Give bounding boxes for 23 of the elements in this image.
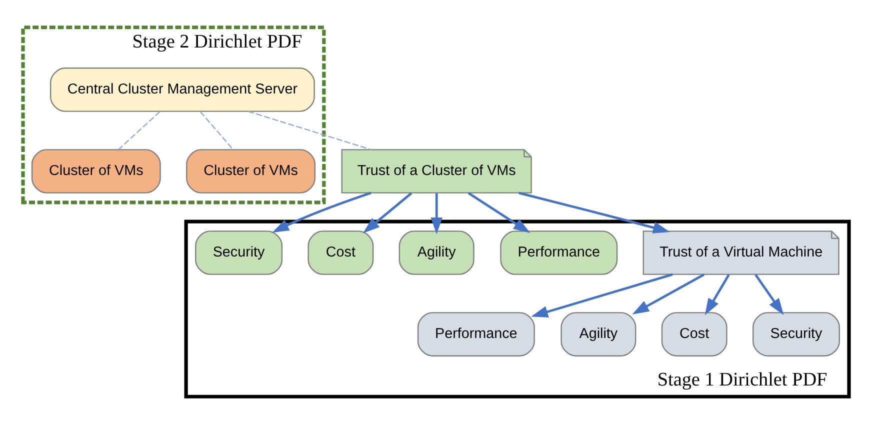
node-box: Cluster of VMs: [31, 148, 161, 193]
node-box: Performance: [500, 230, 618, 274]
arrow: [362, 192, 412, 233]
arrow: [704, 274, 730, 315]
arrow: [632, 273, 705, 314]
arrow: [430, 192, 442, 234]
arrow: [518, 191, 670, 233]
node-box: Cost: [308, 230, 374, 274]
arrow: [272, 191, 372, 232]
node-box: Central Cluster Management Server: [50, 67, 315, 112]
arrow: [531, 272, 673, 317]
node-box: Agility: [560, 312, 636, 356]
node-box: Security: [195, 230, 283, 274]
connector: [200, 110, 234, 150]
node-box: Agility: [398, 230, 474, 274]
node-box: Cost: [661, 312, 728, 356]
connector: [248, 110, 372, 150]
node-box: Cluster of VMs: [186, 148, 316, 193]
node-box: Security: [752, 312, 840, 356]
arrow: [754, 274, 784, 315]
arrow: [468, 192, 530, 233]
node-box: Performance: [417, 312, 535, 356]
connector: [118, 110, 160, 150]
